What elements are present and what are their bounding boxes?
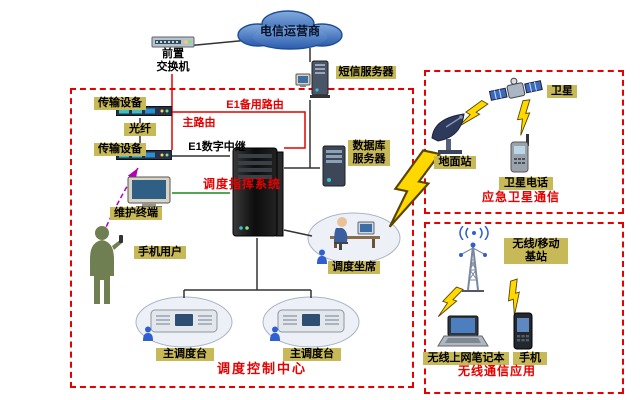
fiber-label: 光纤 xyxy=(124,123,156,137)
base-station-tower-icon xyxy=(450,240,496,292)
dispatch-console-icon xyxy=(150,308,218,334)
e1-backup-route-label: E1备用路由 xyxy=(226,99,284,111)
maintenance-terminal-icon xyxy=(126,176,172,208)
main-console-label: 主调度台 xyxy=(283,348,341,362)
telecom-operator-label: 电信运营商 xyxy=(259,24,320,38)
database-server-icon xyxy=(320,144,348,188)
database-server-label: 数据库 服务器 xyxy=(348,140,390,167)
wireless-laptop-label: 无线上网笔记本 xyxy=(423,352,509,366)
satellite-label: 卫星 xyxy=(547,85,577,99)
e1-digital-trunk-label: E1数字中继 xyxy=(188,141,246,153)
dispatch-seat-label: 调度坐席 xyxy=(328,261,380,275)
mobile-phone-icon xyxy=(508,312,538,350)
small-person-icon xyxy=(316,249,328,265)
satellite-icon xyxy=(488,76,544,106)
main-console-label: 主调度台 xyxy=(156,348,214,362)
wireless-application-group xyxy=(424,222,624,394)
dispatch-server-rack-icon xyxy=(230,146,284,238)
base-station-label: 无线/移动 基站 xyxy=(504,238,568,265)
satellite-phone-icon xyxy=(506,132,534,176)
emergency-satellite-group xyxy=(424,70,624,214)
dispatch-seat-workstation-icon xyxy=(322,214,386,250)
maintenance-terminal-label: 维护终端 xyxy=(110,207,162,221)
telecom-cloud-icon xyxy=(230,8,350,52)
dispatch-console-icon xyxy=(277,308,345,334)
emergency-satellite-comm-label: 应急卫星通信 xyxy=(481,190,560,204)
small-person-icon xyxy=(269,326,281,342)
transmission-device-label: 传输设备 xyxy=(94,97,146,111)
mobile-user-label: 手机用户 xyxy=(134,246,186,260)
mobile-phone-label: 手机 xyxy=(513,352,547,366)
main-route-label: 主路由 xyxy=(182,117,216,129)
transmission-device-label: 传输设备 xyxy=(94,143,146,157)
sms-server-label: 短信服务器 xyxy=(336,66,396,80)
dispatch-control-center-group xyxy=(70,88,414,388)
ground-station-label: 地面站 xyxy=(434,156,476,170)
front-switch-label: 前置 交换机 xyxy=(156,48,190,74)
radio-waves-icon xyxy=(454,226,494,240)
small-person-icon xyxy=(142,326,154,342)
mobile-user-person-icon xyxy=(80,224,128,308)
dispatch-command-system-label: 调度指挥系统 xyxy=(202,177,281,191)
ground-station-dish-icon xyxy=(428,110,478,156)
dispatch-control-center-label: 调度控制中心 xyxy=(216,361,307,376)
wireless-comm-app-label: 无线通信应用 xyxy=(457,364,536,378)
sms-server-icon xyxy=(294,60,332,100)
laptop-icon xyxy=(436,314,490,350)
front-switch-icon xyxy=(151,34,195,48)
satellite-phone-label: 卫星电话 xyxy=(499,177,553,191)
